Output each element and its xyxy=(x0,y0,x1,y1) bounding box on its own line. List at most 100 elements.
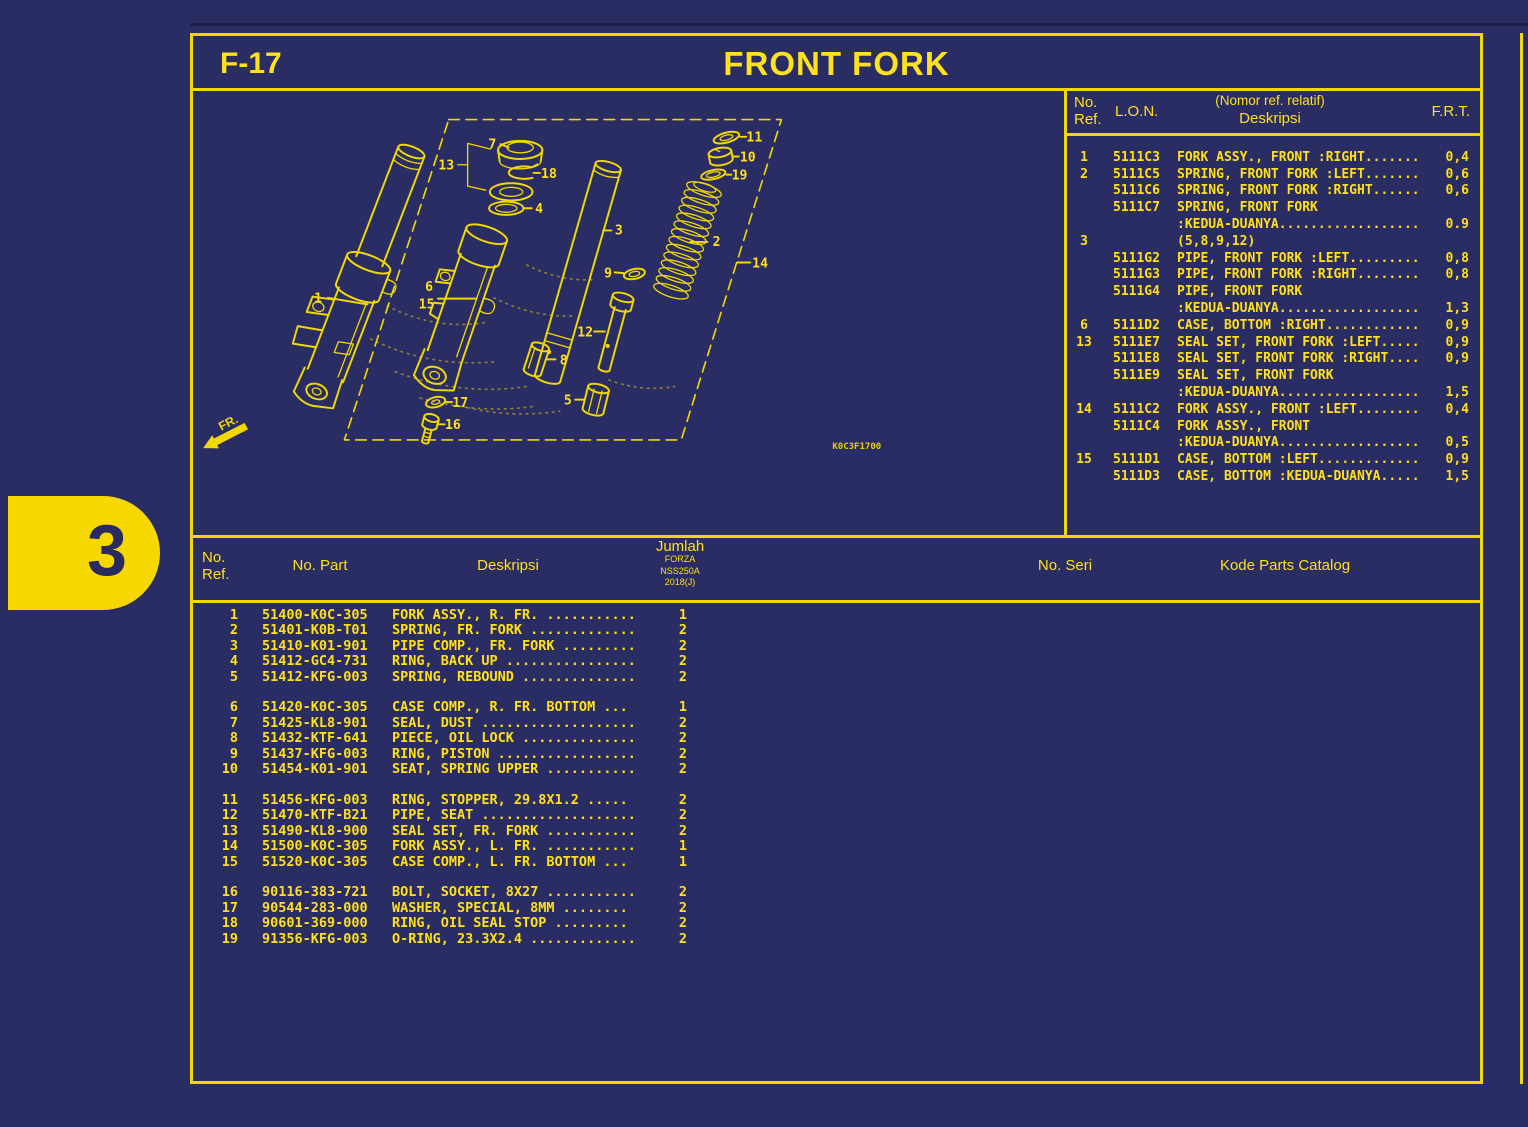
page-frame xyxy=(190,33,1483,1084)
lon-cell: 5111G2 xyxy=(1113,250,1160,266)
desc-cell: :KEDUA-DUANYA.................. xyxy=(1177,217,1420,233)
parts-header-part: No. Part xyxy=(292,557,348,574)
part-number-cell: 51425-KL8-901 xyxy=(262,714,368,731)
fr-arrow-icon: FR. xyxy=(203,412,249,449)
lon-row: :KEDUA-DUANYA..................0,5 xyxy=(1067,435,1477,452)
ref-cell: 8 xyxy=(229,730,238,747)
desc-cell: CASE, BOTTOM :LEFT............. xyxy=(1177,452,1420,468)
desc-cell: SEAL SET, FRONT FORK xyxy=(1177,368,1334,384)
part-number-cell: 51410-K01-901 xyxy=(262,637,368,654)
ref-cell: 1 xyxy=(1080,149,1088,165)
scan-edge-line xyxy=(190,23,1528,26)
frt-cell: 1,5 xyxy=(1445,385,1469,401)
lon-cell: 5111D1 xyxy=(1113,452,1160,468)
lon-header-lon: L.O.N. xyxy=(1115,103,1159,120)
callout-18: 18 xyxy=(541,167,557,182)
part-number-cell: 90544-283-000 xyxy=(262,899,368,916)
parts-header-no-ref: No. Ref. xyxy=(202,549,258,583)
desc-cell: SPRING, FRONT FORK :RIGHT...... xyxy=(1177,183,1420,199)
page-code: F-17 xyxy=(220,47,282,80)
desc-cell: (5,8,9,12) xyxy=(1177,233,1256,249)
callout-12: 12 xyxy=(577,325,593,340)
desc-cell: FORK ASSY., L. FR. ........... xyxy=(392,838,636,855)
part-ring-back-up xyxy=(488,200,525,216)
lon-header-separator xyxy=(1067,133,1480,136)
ref-cell: 7 xyxy=(229,714,238,731)
part-number-cell: 51432-KTF-641 xyxy=(262,730,368,747)
callout-19: 19 xyxy=(732,169,748,184)
desc-cell: :KEDUA-DUANYA.................. xyxy=(1177,301,1420,317)
lon-cell: 5111E9 xyxy=(1113,368,1160,384)
desc-cell: FORK ASSY., FRONT xyxy=(1177,418,1311,434)
ref-cell: 11 xyxy=(221,791,238,808)
desc-cell: SEAL SET, FRONT FORK :RIGHT.... xyxy=(1177,351,1420,367)
part-seat-spring-upper xyxy=(707,146,734,167)
lon-row: 5111E9 SEAL SET, FRONT FORK xyxy=(1067,367,1477,384)
parts-header-ref: Ref. xyxy=(202,566,230,583)
desc-cell: PIPE, FRONT FORK :LEFT......... xyxy=(1177,250,1420,266)
desc-cell: BOLT, SOCKET, 8X27 ........... xyxy=(392,884,636,901)
ref-cell: 5 xyxy=(229,668,238,685)
lon-cell: 5111E7 xyxy=(1113,334,1160,350)
lon-cell: 5111E8 xyxy=(1113,351,1160,367)
frt-cell: 0,6 xyxy=(1445,166,1469,182)
qty-cell: 1 xyxy=(678,838,688,855)
parts-header-no-seri: No. Seri xyxy=(1037,557,1093,574)
desc-cell: RING, STOPPER, 29.8X1.2 ..... xyxy=(392,791,628,808)
ref-cell: 15 xyxy=(1076,452,1092,468)
ref-cell: 17 xyxy=(221,899,238,916)
frt-cell: 1,3 xyxy=(1445,301,1469,317)
callout-10: 10 xyxy=(740,150,756,165)
lon-cell: 5111C6 xyxy=(1113,183,1160,199)
part-number-cell: 51412-GC4-731 xyxy=(262,653,368,670)
desc-cell: CASE, BOTTOM :RIGHT............ xyxy=(1177,317,1420,333)
desc-cell: SPRING, REBOUND .............. xyxy=(392,668,636,685)
part-oil-seal xyxy=(488,182,534,202)
desc-cell: O-RING, 23.3X2.4 ............. xyxy=(392,930,636,947)
lon-cell: 5111D2 xyxy=(1113,317,1160,333)
lon-row: 6 5111D2 CASE, BOTTOM :RIGHT............ 0,… xyxy=(1067,317,1477,334)
lon-row: :KEDUA-DUANYA.................. 1,3 xyxy=(1067,300,1477,317)
lon-cell: 5111D3 xyxy=(1113,469,1160,485)
lon-header-frt: F.R.T. xyxy=(1431,103,1470,120)
part-number-cell: 51401-K0B-T01 xyxy=(262,622,368,639)
desc-cell: PIPE, SEAT ................... xyxy=(392,807,636,824)
desc-cell: FORK ASSY., FRONT :RIGHT....... xyxy=(1177,149,1420,165)
lon-row: 3(5,8,9,12) xyxy=(1067,233,1477,250)
parts-row: 19 91356-KFG-003 O-RING, 23.3X2.4 ........… xyxy=(190,931,900,947)
ref-cell: 6 xyxy=(229,699,238,716)
ref-cell: 6 xyxy=(1080,317,1088,333)
lon-cell: 5111C3 xyxy=(1113,149,1160,165)
lon-cell: 5111C4 xyxy=(1113,418,1160,434)
desc-cell: PIECE, OIL LOCK .............. xyxy=(392,730,636,747)
desc-cell: SPRING, FRONT FORK :LEFT....... xyxy=(1177,166,1420,182)
lon-header-ref: Ref. xyxy=(1074,111,1102,128)
lon-header-nomor-ref: (Nomor ref. relatif) xyxy=(1215,93,1325,108)
desc-cell: CASE COMP., R. FR. BOTTOM ... xyxy=(392,699,628,716)
lon-header-no-ref: No. Ref. xyxy=(1074,94,1102,128)
frt-cell: 0,9 xyxy=(1445,317,1469,333)
qty-cell: 2 xyxy=(678,884,688,901)
part-spring-rebound xyxy=(581,382,610,417)
part-number-cell: 91356-KFG-003 xyxy=(262,930,368,947)
ref-cell: 19 xyxy=(221,930,238,947)
part-number-cell: 51490-KL8-900 xyxy=(262,822,368,839)
qty-cell: 1 xyxy=(678,606,688,623)
qty-cell: 2 xyxy=(678,930,688,947)
ref-cell: 18 xyxy=(221,915,238,932)
desc-cell: SEAL SET, FRONT FORK :LEFT..... xyxy=(1177,334,1420,350)
lon-header-no: No. xyxy=(1074,94,1098,111)
title-separator xyxy=(193,88,1480,91)
